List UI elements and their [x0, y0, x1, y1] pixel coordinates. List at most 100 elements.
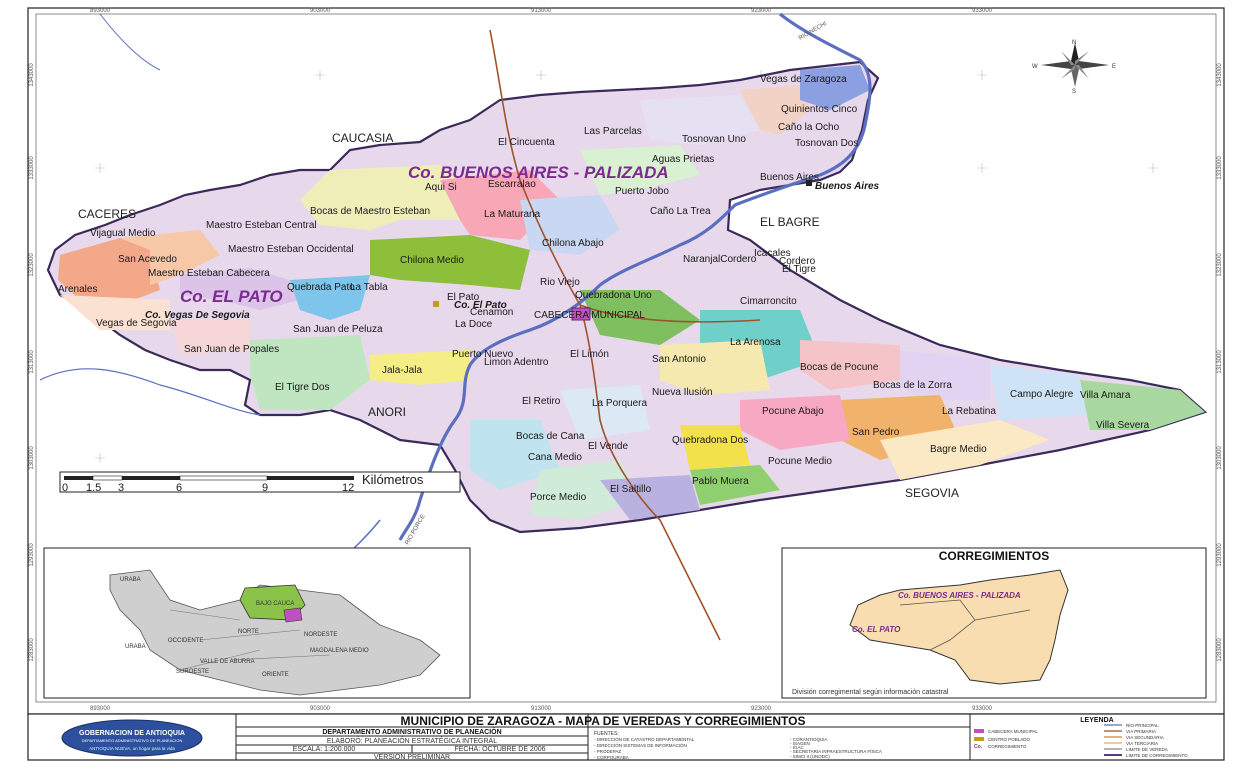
legend-corr-mark: Co.	[974, 744, 983, 750]
compass-w: W	[1032, 64, 1038, 70]
compass-s: S	[1072, 89, 1076, 95]
fuente-item: - DIRECCIÓN SISTEMAS DE INFORMACIÓN	[594, 742, 687, 748]
legend-item: VIA SECUNDARIA	[1126, 735, 1164, 740]
corregimientos-title: CORREGIMIENTOS	[939, 549, 1049, 563]
scale-title: Kilómetros	[362, 472, 424, 487]
corr-label-buenos-aires: Co. BUENOS AIRES - PALIZADA	[408, 163, 669, 182]
legend-item: CABECERA MUNICIPAL	[988, 729, 1038, 734]
place-cabecera: CABECERA MUNICIPAL	[534, 310, 645, 321]
fuentes-title: FUENTES:	[594, 731, 619, 737]
vereda-label: Pablo Muera	[692, 476, 749, 487]
vereda-label: Campo Alegre	[1010, 389, 1074, 400]
roads	[489, 29, 761, 641]
coord-right-3: 1323000	[1217, 253, 1223, 277]
marker-cabecera	[571, 307, 591, 321]
legend-centro-swatch	[974, 737, 984, 741]
compass-n: N	[1072, 40, 1076, 46]
coord-top-5: 933000	[972, 8, 993, 14]
vereda-label: Vegas de Zaragoza	[760, 74, 847, 85]
coord-bottom-5: 933000	[972, 706, 993, 712]
vereda-label: Quinientos Cinco	[781, 104, 858, 115]
vereda-label: Cordero	[779, 256, 816, 267]
vereda-label: Cimarroncito	[740, 296, 797, 307]
footer-escala: ESCALA: 1:200.000	[293, 746, 356, 753]
vereda-label: Nueva Ilusión	[652, 387, 713, 398]
region-magdalena-medio: MAGDALENA MEDIO	[310, 648, 369, 654]
vereda-label: Villa Severa	[1096, 420, 1150, 431]
vereda-label: La Rebatina	[942, 406, 996, 417]
region-norte: NORTE	[238, 629, 259, 635]
region-nordeste: NORDESTE	[304, 632, 337, 638]
vereda-label: El Limón	[570, 349, 609, 360]
vereda-label: Chilona Medio	[400, 255, 464, 266]
footer	[27, 713, 1225, 761]
scale-tick: 1.5	[86, 482, 101, 494]
legend-cabecera-swatch	[974, 729, 984, 733]
fuente-item: - ISAGEN	[790, 741, 810, 746]
coord-bottom-2: 903000	[310, 706, 331, 712]
corr-label-el-pato: Co. EL PATO	[180, 287, 283, 306]
region-uraba: URABA	[120, 577, 141, 583]
footer-title: MUNICIPIO DE ZARAGOZA - MAPA DE VEREDAS …	[401, 714, 806, 728]
fuente-item: - PRODEPAZ	[594, 749, 621, 754]
footer-version: VERSIÓN PRELIMINAR	[374, 752, 450, 761]
legend-lines	[1104, 724, 1122, 756]
zaragoza-municipality	[46, 60, 1208, 534]
vereda-label: Bocas de Maestro Esteban	[310, 206, 430, 217]
legend-item: CENTRO POBLADO	[988, 737, 1031, 742]
mun-caceres: CACERES	[78, 207, 136, 221]
vereda-label: San Pedro	[852, 427, 900, 438]
vereda-label: Porce Medio	[530, 492, 587, 503]
vereda-label: Cana Medio	[528, 452, 582, 463]
vereda-label: Quebrada Pato	[287, 282, 355, 293]
region-valle: VALLE DE ABURRA	[200, 659, 255, 665]
vereda-label: El Cincuenta	[498, 137, 555, 148]
vereda-label: Vegas de Segovia	[96, 318, 177, 329]
grid-crosses	[95, 70, 1158, 560]
fuente-item: - SIMCI II (UNODC)	[790, 754, 830, 759]
coord-right-1: 1343000	[1217, 63, 1223, 87]
vereda-label: San Juan de Peluza	[293, 324, 383, 335]
vereda-label: San Antonio	[652, 354, 706, 365]
place-buenos-aires: Buenos Aires	[815, 181, 880, 192]
region-oriente: ORIENTE	[262, 672, 289, 678]
marker-buenos-aires	[806, 180, 812, 186]
vereda-label: Rio Viejo	[540, 277, 580, 288]
mun-el-bagre: EL BAGRE	[760, 215, 820, 229]
vereda-label: La Maturana	[484, 209, 541, 220]
vereda-label: El Tigre	[782, 264, 816, 275]
vereda-label: Maestro Esteban Central	[206, 220, 317, 231]
vereda-label: Villa Amara	[1080, 390, 1131, 401]
coord-bottom-4: 923000	[751, 706, 772, 712]
place-vegas-segovia: Co. Vegas De Segovia	[145, 310, 250, 321]
region-occidente: OCCIDENTE	[168, 638, 203, 644]
vereda-label: Caño la Ocho	[778, 122, 840, 133]
vereda-label: El Pato	[447, 292, 480, 303]
north-arrow-icon	[1041, 43, 1109, 87]
legend-item: LIMITE DE VEREDA	[1126, 747, 1168, 752]
region-suroeste: SUROESTE	[176, 669, 209, 675]
vereda-label: Pocune Abajo	[762, 406, 824, 417]
vereda-label: La Doce	[455, 319, 493, 330]
footer-elaboro: ELABORÓ: PLANEACIÓN ESTRATÉGICA INTEGRAL	[327, 736, 497, 745]
coord-top-4: 923000	[751, 8, 772, 14]
leyenda-title: LEYENDA	[1080, 717, 1113, 724]
vereda-label: Arenales	[58, 284, 97, 295]
vereda-label: Jala-Jala	[382, 365, 422, 376]
vereda-label: Vijagual Medio	[90, 228, 156, 239]
vereda-label: Maestro Esteban Occidental	[228, 244, 354, 255]
legend-item: RIO PRINCIPAL	[1126, 723, 1159, 728]
compass-e: E	[1112, 64, 1116, 70]
vereda-label: Maestro Esteban Cabecera	[148, 268, 270, 279]
logo-motto: ANTIOQUIA NUEVA, un hogar para la vida	[89, 746, 175, 751]
coord-top-3: 913000	[531, 8, 552, 14]
vereda-label: Caño La Trea	[650, 206, 711, 217]
vereda-label: Quebradona Dos	[672, 435, 748, 446]
vereda-label: La Tabla	[350, 282, 388, 293]
vereda-label: Aguas Prietas	[652, 154, 714, 165]
coord-bottom-3: 913000	[531, 706, 552, 712]
coord-bottom-1: 893000	[90, 706, 111, 712]
vereda-labels: Vegas de Zaragoza Quinientos Cinco Caño …	[58, 74, 1150, 503]
vereda-label: NaranjalCordero	[683, 254, 757, 265]
scale-tick: 3	[118, 482, 124, 494]
